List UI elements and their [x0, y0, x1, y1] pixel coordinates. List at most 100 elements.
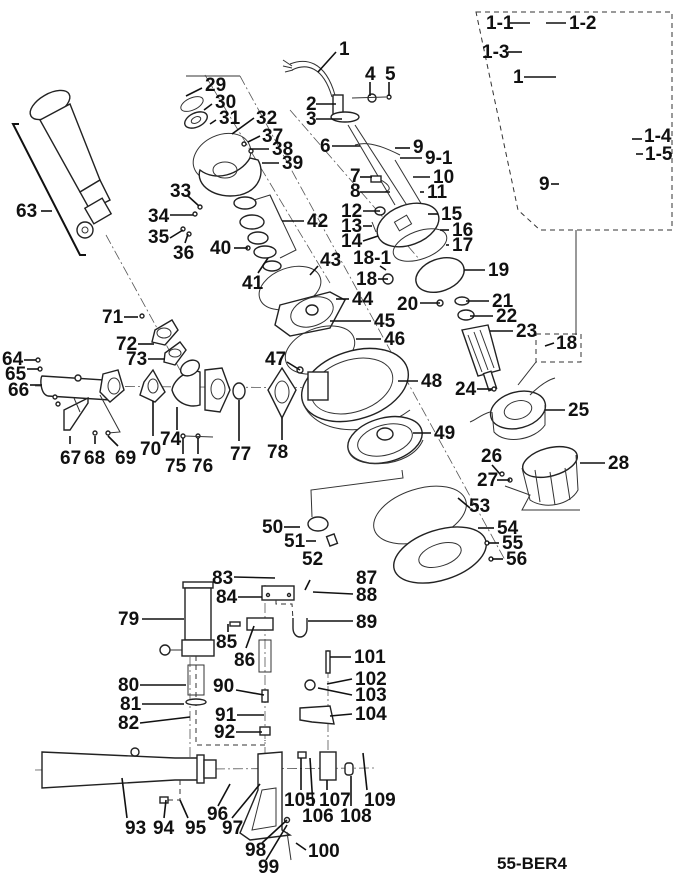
- part-label-51: 51: [284, 531, 306, 552]
- part-label-16: 16: [452, 220, 473, 241]
- part-39-bearing-housing: [192, 132, 262, 197]
- part-49-impeller: [310, 415, 424, 518]
- thermal-protector-inset-frame: [535, 333, 582, 363]
- leader-line-95: [179, 799, 189, 819]
- part-29-31-bearing-set: [180, 75, 240, 129]
- part-label-8: 8: [350, 181, 361, 202]
- part-label-43: 43: [320, 250, 341, 271]
- part-label-29: 29: [205, 75, 226, 96]
- part-label-108: 108: [340, 806, 372, 827]
- leader-line-104: [329, 713, 353, 717]
- leader-line-99: [265, 824, 288, 861]
- part-66-discharge-pipe: [35, 357, 125, 436]
- part-label-55: 55: [502, 533, 524, 554]
- part-label-52: 52: [302, 549, 323, 570]
- part-label-89: 89: [356, 612, 377, 633]
- part-label-87: 87: [356, 568, 377, 589]
- part-label-23: 23: [516, 321, 537, 342]
- leader-line-86: [245, 625, 255, 649]
- part-label-12: 12: [341, 201, 362, 222]
- part-label-42: 42: [307, 211, 328, 232]
- leader-line-30: [203, 103, 213, 111]
- part-label-70: 70: [140, 439, 161, 460]
- part-label-47: 47: [265, 349, 286, 370]
- leader-line-26: [491, 464, 501, 475]
- part-label-40: 40: [210, 238, 231, 259]
- part-label-98: 98: [245, 840, 266, 861]
- part-label-54: 54: [497, 518, 519, 539]
- leader-line-53: [457, 497, 471, 509]
- part-2-3-cable-gland: [330, 93, 392, 123]
- part-label-22: 22: [496, 306, 517, 327]
- leader-line-18-1: [379, 265, 387, 271]
- part-44-45-casing-cover: [274, 291, 346, 337]
- part-label-18: 18: [356, 269, 377, 290]
- part-label-63: 63: [16, 201, 37, 222]
- part-label-41: 41: [242, 273, 264, 294]
- part-label-25: 25: [568, 400, 590, 421]
- part-label-1: 1: [513, 67, 524, 88]
- part-label-105: 105: [284, 790, 316, 811]
- part-71-73-flange-gasket: [139, 313, 187, 366]
- leader-line-98: [261, 819, 288, 844]
- part-label-3: 3: [306, 109, 317, 130]
- part-label-67: 67: [60, 448, 81, 469]
- leader-line-106: [309, 757, 314, 807]
- part-23-rotor: [461, 324, 501, 392]
- part-label-79: 79: [118, 609, 139, 630]
- part-label-85: 85: [216, 632, 238, 653]
- part-label-28: 28: [608, 453, 629, 474]
- part-label-32: 32: [256, 108, 277, 129]
- part-label-45: 45: [374, 311, 396, 332]
- leader-line-36: [184, 233, 189, 244]
- part-50-52-impeller-nut: [307, 516, 339, 547]
- part-label-104: 104: [355, 704, 387, 725]
- part-label-82: 82: [118, 713, 139, 734]
- part-label-9: 9: [413, 137, 424, 158]
- part-label-19: 19: [488, 260, 509, 281]
- part-label-9: 9: [539, 174, 550, 195]
- part-label-34: 34: [148, 206, 170, 227]
- part-label-72: 72: [116, 334, 137, 355]
- part-79-priming-tank: [159, 581, 215, 657]
- part-label-37: 37: [262, 126, 283, 147]
- part-label-38: 38: [272, 139, 293, 160]
- leader-line-103: [317, 687, 353, 696]
- leader-line-43: [309, 265, 319, 276]
- leader-line-82: [139, 716, 191, 724]
- part-label-75: 75: [165, 456, 187, 477]
- part-label-103: 103: [355, 685, 387, 706]
- part-label-1-2: 1-2: [569, 13, 596, 34]
- part-label-99: 99: [258, 857, 279, 878]
- part-label-86: 86: [234, 650, 255, 671]
- part-16-17-o-ring: [392, 228, 448, 262]
- part-label-24: 24: [455, 379, 477, 400]
- part-15-motor-cover: [371, 202, 440, 248]
- part-label-102: 102: [355, 669, 387, 690]
- part-label-93: 93: [125, 818, 146, 839]
- part-label-76: 76: [192, 456, 213, 477]
- leader-line-35: [169, 229, 184, 239]
- part-label-90: 90: [213, 676, 234, 697]
- part-label-7: 7: [350, 166, 361, 187]
- part-label-101: 101: [354, 647, 386, 668]
- leader-line-90: [235, 689, 265, 696]
- part-70-gasket: [139, 368, 166, 403]
- leader-line-41: [257, 257, 269, 274]
- part-label-66: 66: [8, 380, 29, 401]
- leader-line-83: [233, 576, 276, 579]
- part-label-96: 96: [207, 804, 228, 825]
- part-89-u-bolt: [292, 618, 308, 638]
- part-label-33: 33: [170, 181, 191, 202]
- part-77-seal-ring: [232, 382, 246, 400]
- part-label-68: 68: [84, 448, 105, 469]
- leader-line-102: [326, 678, 353, 685]
- part-label-64: 64: [2, 349, 24, 370]
- part-label-36: 36: [173, 243, 194, 264]
- part-label-95: 95: [185, 818, 207, 839]
- part-label-92: 92: [214, 722, 235, 743]
- leader-line-33: [187, 195, 200, 207]
- leader-line-100: [295, 842, 307, 851]
- part-74-discharge-elbow: [171, 359, 231, 439]
